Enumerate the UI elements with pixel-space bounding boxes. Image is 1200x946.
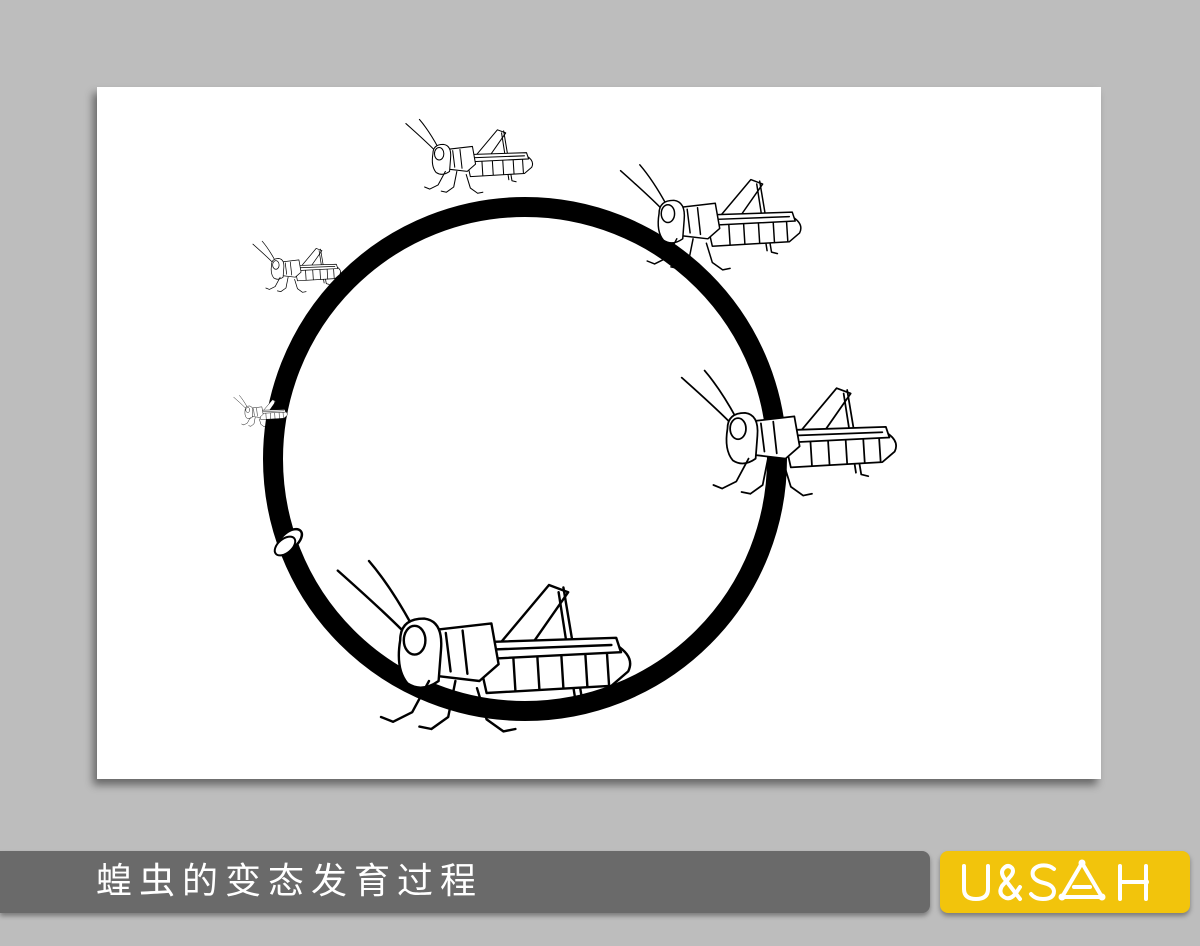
diagram-card xyxy=(97,87,1101,779)
grasshopper-nymph-4 xyxy=(619,164,802,271)
logo-mark xyxy=(962,859,1149,901)
lifecycle-ring xyxy=(263,197,787,721)
egg-pod xyxy=(273,527,304,557)
caption-title: 蝗虫的变态发育过程 xyxy=(96,861,484,902)
grasshopper-nymph-5 xyxy=(680,369,897,497)
grasshopper-nymph-2 xyxy=(252,240,341,293)
brand-logo xyxy=(940,851,1190,913)
grasshopper-nymph-3 xyxy=(405,118,534,194)
caption-bar: 蝗虫的变态发育过程 xyxy=(0,851,930,913)
lifecycle-diagram xyxy=(233,118,897,733)
